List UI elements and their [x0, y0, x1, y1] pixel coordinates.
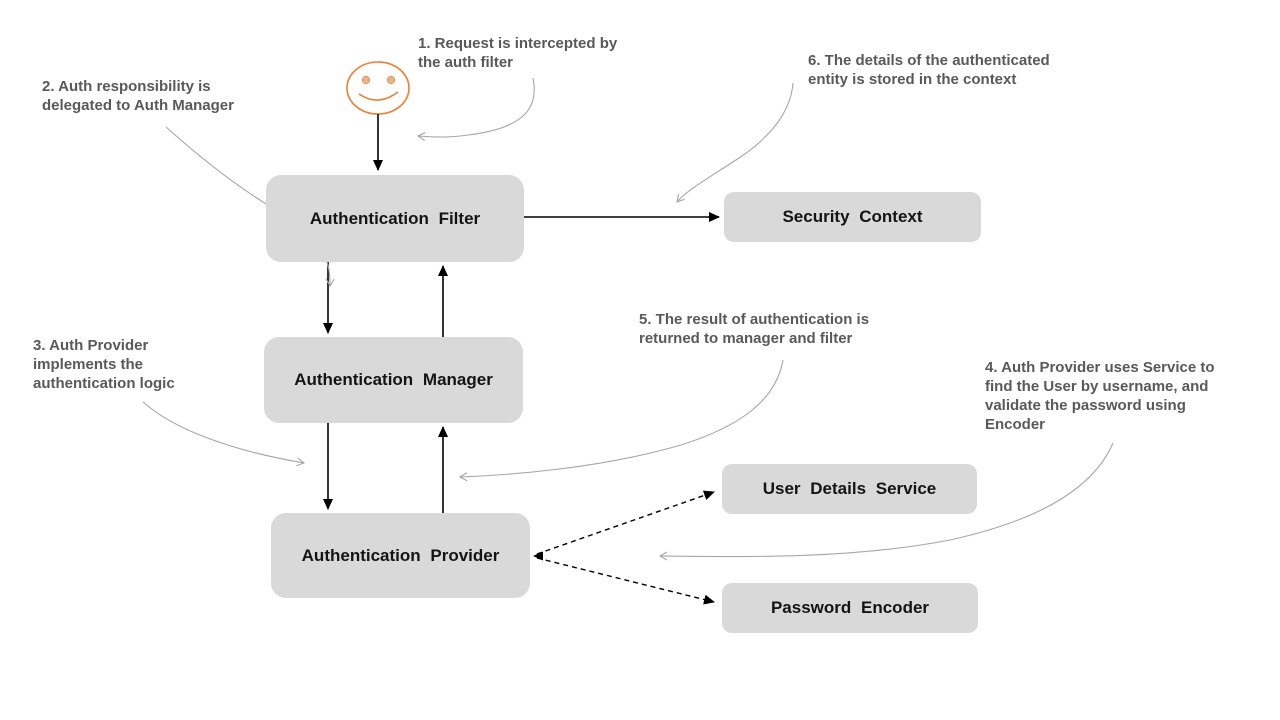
node-user-details-service: User Details Service: [722, 464, 977, 514]
annotation-curve-6: [676, 82, 794, 203]
node-label-security-context: Security Context: [782, 207, 923, 226]
node-label-user-details-service: User Details Service: [762, 479, 937, 498]
smiley-right-eye: [386, 75, 396, 85]
annotation-curve-3: [142, 401, 306, 467]
node-label-authentication-filter: Authentication Filter: [309, 208, 481, 228]
annotation-step-6: 6. The details of the authenticated enti…: [808, 52, 1050, 88]
smiley-left-eye: [361, 75, 371, 85]
node-authentication-manager: Authentication Manager: [264, 337, 523, 423]
annotation-curve-5: [458, 359, 784, 482]
annotation-step-5: 5. The result of authentication is retur…: [639, 311, 870, 347]
node-label-password-encoder: Password Encoder: [770, 598, 930, 617]
user-smiley-icon: [346, 61, 410, 115]
annotation-step-2: 2. Auth responsibility is delegated to A…: [42, 78, 234, 114]
dashed-arrow-provider-to-password-encoder: [536, 557, 715, 605]
annotation-step-4: 4. Auth Provider uses Service to find th…: [985, 359, 1215, 433]
dashed-arrowhead-into-provider: [533, 551, 543, 561]
node-password-encoder: Password Encoder: [722, 583, 978, 633]
smiley-mouth: [358, 91, 399, 101]
annotation-curve-1: [416, 77, 535, 141]
annotation-step-3: 3. Auth Provider implements the authenti…: [33, 337, 175, 392]
node-security-context: Security Context: [724, 192, 981, 242]
node-label-authentication-manager: Authentication Manager: [294, 370, 493, 389]
node-authentication-provider: Authentication Provider: [271, 513, 530, 598]
node-label-authentication-provider: Authentication Provider: [301, 545, 500, 565]
node-authentication-filter: Authentication Filter: [266, 175, 524, 262]
annotation-curve-4: [658, 442, 1114, 561]
annotation-step-1: 1. Request is intercepted by the auth fi…: [418, 35, 618, 71]
dashed-arrow-provider-to-user-details-service: [536, 490, 715, 555]
